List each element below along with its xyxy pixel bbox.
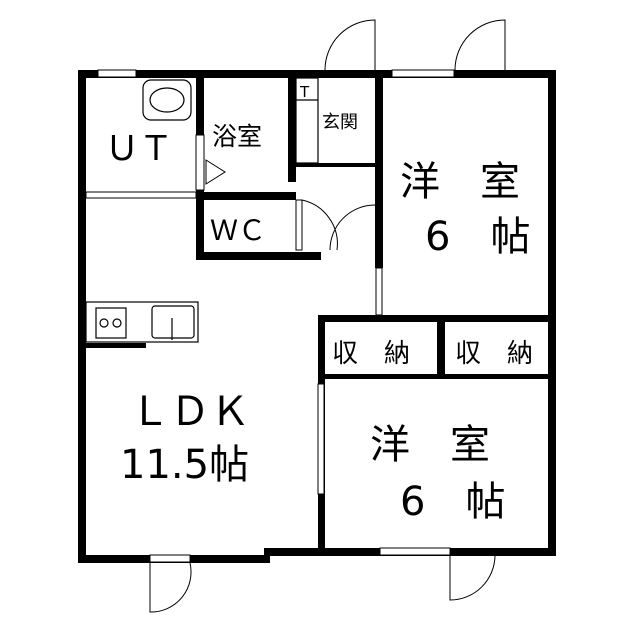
room-label-storage1: 収 納 bbox=[332, 339, 410, 369]
room-label-bath: 浴室 bbox=[212, 122, 262, 151]
room-size-western2: 6 帖 bbox=[400, 479, 505, 525]
bathtub-icon bbox=[142, 79, 192, 121]
toilet-mark: T bbox=[299, 83, 310, 101]
fixtures bbox=[85, 77, 319, 343]
room-label-western1: 洋 室 bbox=[400, 159, 520, 205]
room-label-storage2: 収 納 bbox=[455, 339, 533, 369]
stove-icon bbox=[95, 307, 127, 339]
sink-icon bbox=[151, 305, 195, 339]
room-label-ldk: ＬＤＫ bbox=[130, 389, 250, 435]
doors bbox=[149, 19, 506, 613]
room-size-western1: 6 帖 bbox=[425, 214, 530, 260]
room-label-wc: ＷＣ bbox=[210, 214, 266, 247]
room-label-ut: ＵＴ bbox=[105, 129, 173, 169]
room-label-entrance: 玄関 bbox=[322, 112, 358, 133]
windows bbox=[85, 69, 455, 563]
room-size-ldk: 11.5帖 bbox=[120, 442, 249, 488]
room-label-western2: 洋 室 bbox=[370, 422, 490, 468]
room-labels: ＵＴ 浴室 T 玄関 ＷＣ 洋 室 6 帖 収 納 収 納 ＬＤＫ 11.5帖 … bbox=[105, 83, 533, 525]
